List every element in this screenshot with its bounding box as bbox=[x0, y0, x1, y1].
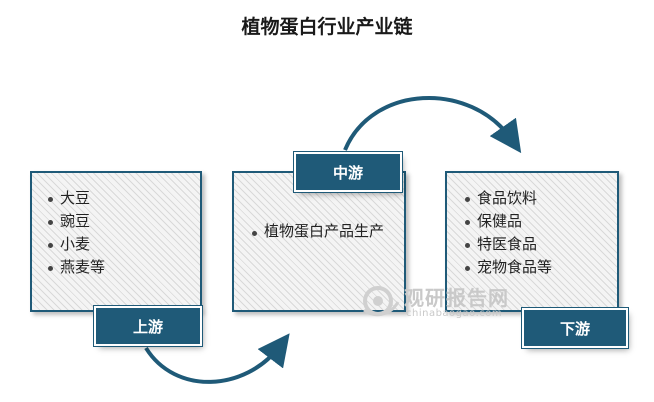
list-item: 植物蛋白产品生产 bbox=[250, 221, 400, 242]
list-item: 豌豆 bbox=[46, 210, 105, 233]
list-item: 燕麦等 bbox=[46, 256, 105, 279]
midstream-label: 中游 bbox=[294, 152, 402, 192]
upstream-box: 大豆 豌豆 小麦 燕麦等 bbox=[30, 171, 202, 312]
list-item: 食品饮料 bbox=[463, 187, 552, 210]
arrow-mid-to-down bbox=[343, 96, 522, 154]
downstream-box: 食品饮料 保健品 特医食品 宠物食品等 bbox=[445, 171, 619, 312]
watermark-url: chinabaogao.com bbox=[406, 308, 503, 319]
list-item: 宠物食品等 bbox=[463, 256, 552, 279]
list-item: 特医食品 bbox=[463, 233, 552, 256]
watermark-name: 观研报告网 bbox=[404, 286, 509, 310]
diagram-title: 植物蛋白行业产业链 bbox=[241, 16, 413, 38]
downstream-list: 食品饮料 保健品 特医食品 宠物食品等 bbox=[463, 187, 552, 279]
list-item: 小麦 bbox=[46, 233, 105, 256]
arrow-up-to-mid bbox=[144, 333, 290, 384]
list-item: 保健品 bbox=[463, 210, 552, 233]
watermark-logo-icon bbox=[363, 286, 400, 317]
upstream-list: 大豆 豌豆 小麦 燕麦等 bbox=[46, 187, 105, 279]
midstream-list: 植物蛋白产品生产 bbox=[250, 221, 400, 242]
list-item: 大豆 bbox=[46, 187, 105, 210]
downstream-label: 下游 bbox=[522, 308, 628, 348]
upstream-label: 上游 bbox=[94, 306, 202, 346]
